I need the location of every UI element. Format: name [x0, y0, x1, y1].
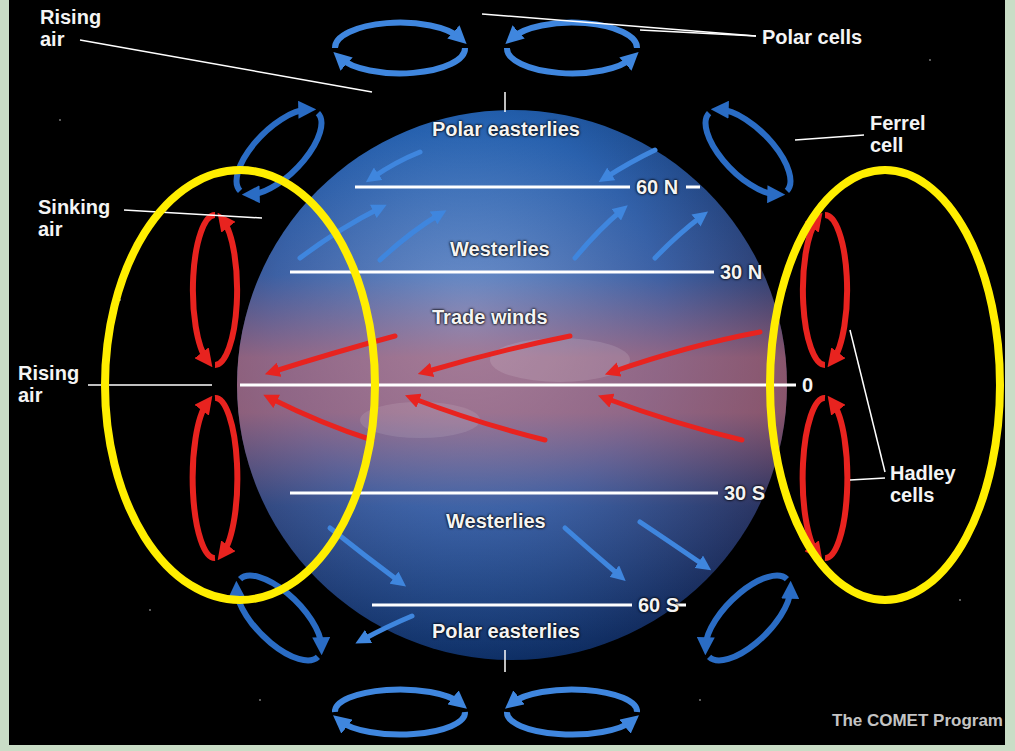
stars [59, 59, 991, 701]
wind-name: Polar easterlies [432, 118, 580, 140]
cell-callout: Ferrel cell [870, 112, 942, 156]
cell-callout: Hadley cells [890, 462, 970, 506]
wind-arrows-blue [300, 150, 705, 640]
polar-cells [335, 23, 637, 735]
wind-name: Trade winds [432, 306, 548, 328]
latitude-label: 60 N [636, 176, 678, 198]
latitude-label: 60 S [638, 594, 679, 616]
credit-line: The COMET Program [832, 712, 1003, 731]
trade-wind-arrows [270, 332, 760, 440]
ferrel-cells [223, 96, 804, 674]
latitude-lines [240, 187, 796, 605]
cell-callout: Polar cells [762, 26, 862, 48]
cell-callout: Rising air [18, 362, 93, 406]
space-background [9, 0, 1005, 745]
highlight-ellipses [105, 170, 1000, 600]
wind-name: Westerlies [446, 510, 546, 532]
latitude-label: 30 S [724, 482, 765, 504]
hadley-cells [193, 215, 848, 558]
latitude-label: 0 [802, 374, 813, 396]
cell-callout: Rising air [40, 6, 115, 50]
latitude-label: 30 N [720, 261, 762, 283]
wind-name: Polar easterlies [432, 620, 580, 642]
leader-lines [80, 14, 885, 672]
cell-callout: Sinking air [38, 196, 123, 240]
wind-name: Westerlies [450, 238, 550, 260]
